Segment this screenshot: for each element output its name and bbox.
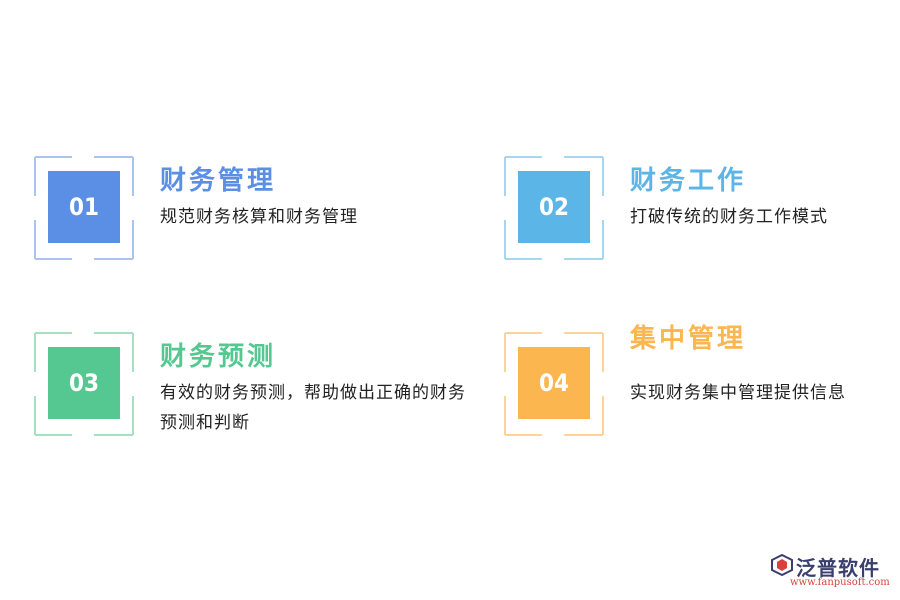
item-title: 财务管理 (160, 166, 277, 196)
item-description: 实现财务集中管理提供信息 (630, 383, 846, 403)
item-title: 集中管理 (630, 324, 747, 354)
logo-url: www.fanpusoft.com (790, 577, 890, 588)
item-title: 财务预测 (160, 342, 277, 372)
item-number-badge: 04 (518, 347, 590, 419)
item-description: 打破传统的财务工作模式 (630, 207, 828, 227)
item-number-badge: 02 (518, 171, 590, 243)
item-description: 规范财务核算和财务管理 (160, 207, 358, 227)
fanpu-logo-icon (771, 554, 793, 576)
item-frame (34, 332, 134, 436)
item-number-badge: 03 (48, 347, 120, 419)
brand-logo: 泛普软件 www.fanpusoft.com (770, 552, 895, 594)
item-frame (504, 332, 604, 436)
item-frame (504, 156, 604, 260)
item-description: 有效的财务预测，帮助做出正确的财务预测和判断 (160, 383, 466, 433)
logo-name: 泛普软件 (796, 556, 880, 580)
item-frame (34, 156, 134, 260)
item-number-badge: 01 (48, 171, 120, 243)
item-title: 财务工作 (630, 166, 747, 196)
